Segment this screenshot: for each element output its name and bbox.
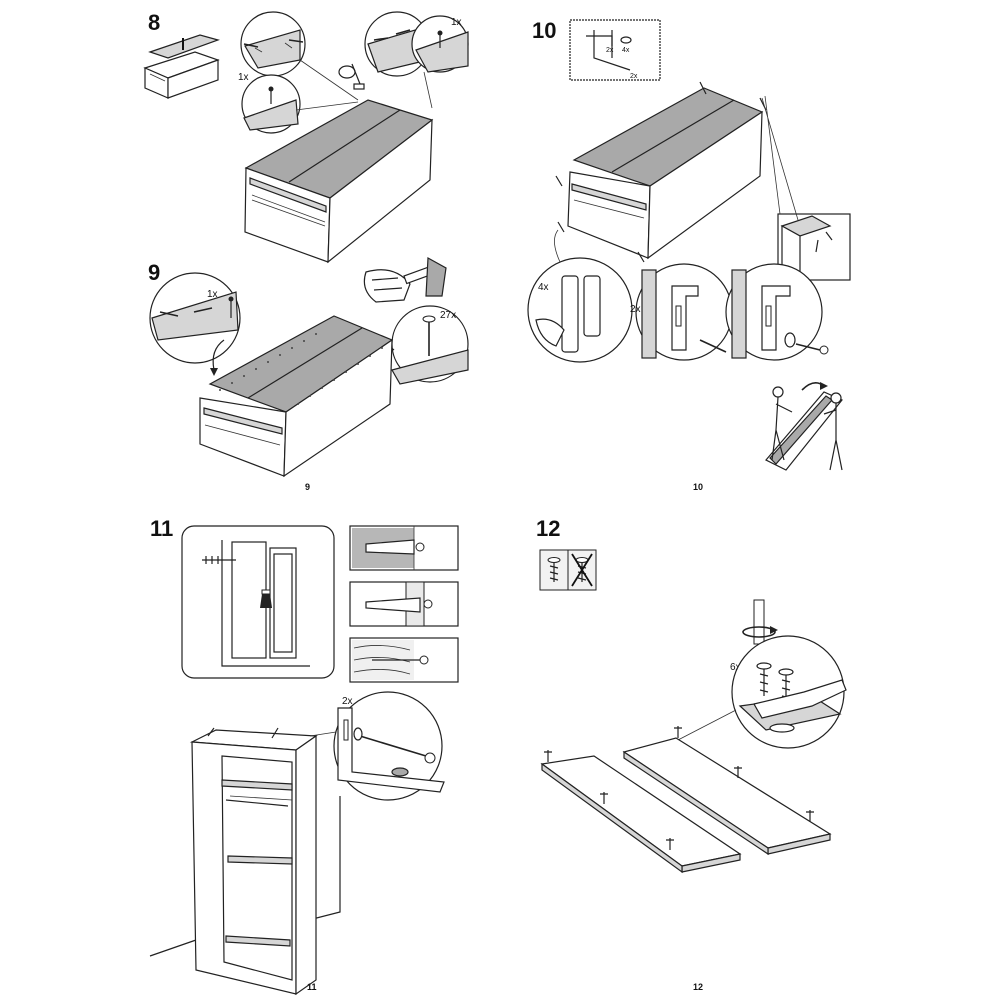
wall-type-drywall [349, 581, 459, 627]
step-number: 11 [150, 516, 174, 541]
detail-circle-bracket-screw [725, 263, 829, 361]
wall-type-concrete [349, 525, 459, 571]
cabinet-on-side [555, 81, 767, 263]
reference-cabinet [143, 34, 220, 99]
quantity-label: 2x [630, 73, 638, 80]
detail-circle-edge: 1x [149, 272, 241, 364]
step-8-illustration: 1x 1x [143, 11, 469, 264]
cabinet-on-side [244, 99, 434, 264]
door-panel-right [622, 726, 832, 856]
quantity-label: 2x [606, 47, 614, 54]
corner-detail-box [761, 95, 851, 281]
detail-circle-bracket-hand: 4x [527, 229, 633, 363]
step-12-panel: 12 6x [500, 500, 1000, 1000]
step-10-illustration: 2x 4x 2x 4x [527, 19, 851, 471]
parts-box: 2x 4x 2x [569, 19, 661, 81]
step-10-panel: 10 2x 4x 2x [500, 0, 1000, 500]
detail-circle-bracket: 2x [309, 691, 445, 801]
step-11-panel: 11 [0, 500, 500, 1000]
detail-circle-hinge [677, 635, 847, 749]
detail-circle-nail-2: 1x [411, 15, 469, 73]
detail-circle-nail: 1x [238, 72, 301, 134]
wall-mount-diagram [181, 525, 335, 679]
screw-allowed-icon [539, 549, 569, 591]
step-9-panel: 9 1x 27x [0, 0, 500, 500]
step-8-panel: 8 1x [0, 0, 500, 500]
step-number: 10 [532, 18, 557, 43]
wardrobe-standing [189, 727, 318, 996]
screw-not-allowed-icon [567, 549, 597, 591]
two-people-lifting [765, 382, 843, 471]
quantity-label: 4x [622, 47, 630, 54]
detail-circle-edge [240, 11, 306, 77]
page-number: 11 [307, 982, 317, 992]
hammer-hand-icon [338, 63, 365, 90]
quantity-label: 2x [342, 696, 353, 707]
quantity-label: 27x [440, 310, 456, 321]
quantity-label: 4x [538, 282, 549, 293]
step-number: 9 [148, 260, 161, 285]
step-11-illustration: 2x [149, 525, 459, 996]
door-panel-left [540, 750, 742, 874]
step-9-illustration: 1x 27x [149, 257, 469, 478]
step-number: 8 [148, 10, 161, 35]
quantity-label: 1x [207, 289, 218, 300]
page-number: 10 [693, 482, 704, 492]
quantity-label: 1x [451, 17, 462, 28]
cabinet-on-side [199, 315, 394, 478]
page-number: 9 [305, 482, 311, 492]
wall-type-wood [349, 637, 459, 683]
detail-circle-nail: 27x [391, 305, 469, 385]
detail-circle-bracket-screwdriver: 2x [630, 263, 733, 361]
hand-hammer-icon [363, 257, 447, 303]
quantity-label: 1x [238, 72, 249, 83]
quantity-label: 2x [630, 304, 641, 315]
step-number: 12 [536, 516, 561, 541]
quantity-label: 6x [730, 662, 741, 673]
step-12-illustration: 6x [539, 549, 847, 874]
page-number: 12 [693, 982, 704, 992]
